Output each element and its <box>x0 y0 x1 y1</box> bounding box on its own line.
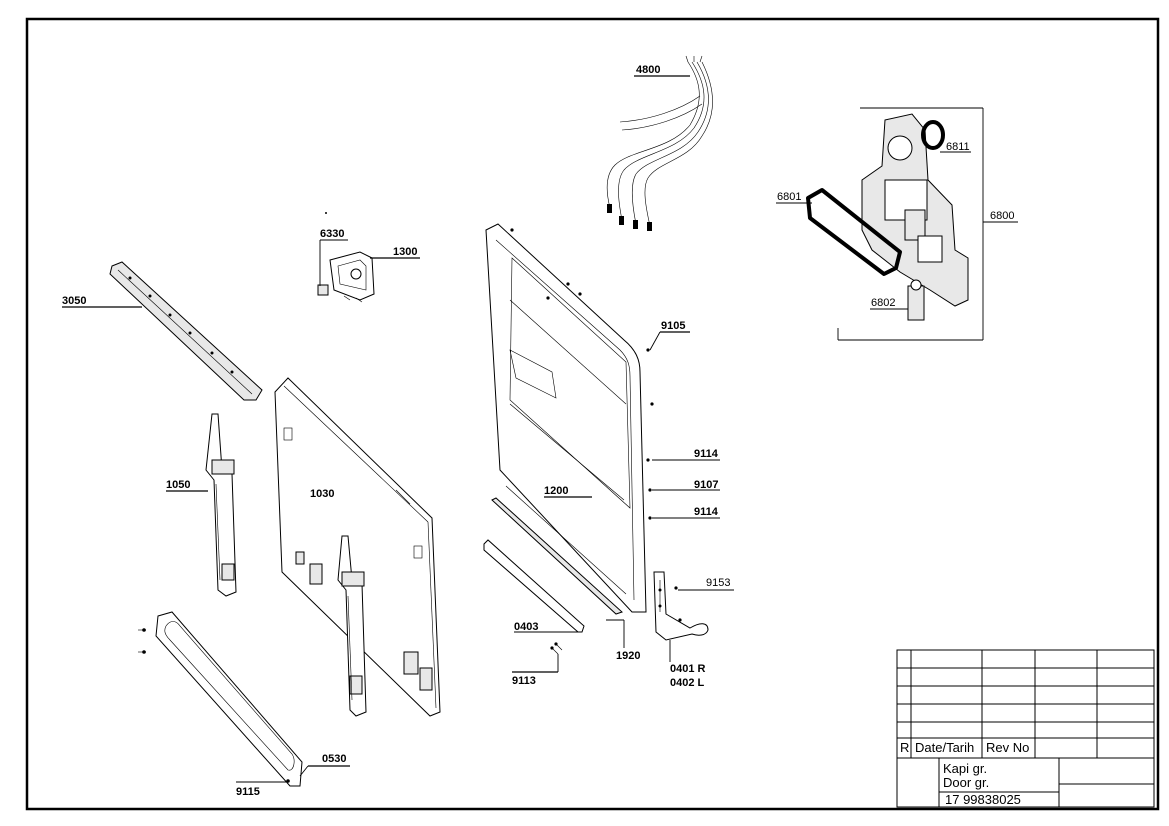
part-6811-ring <box>921 120 945 150</box>
callout-6811: 6811 <box>946 141 970 153</box>
title-name-tr: Kapi gr. <box>943 761 987 776</box>
callout-0402: 0402 L <box>670 677 705 689</box>
callout-1030: 1030 <box>310 488 334 500</box>
part-0403-bottom-seal <box>483 497 623 633</box>
part-4800-wiring-harness <box>606 55 713 231</box>
part-6800-dispenser-group <box>806 107 1018 341</box>
part-1030-outer-panel <box>274 377 441 717</box>
part-1050-hinge-rail-right <box>337 535 367 717</box>
callout-9115: 9115 <box>236 786 260 798</box>
title-date-label: Date/Tarih <box>915 740 974 755</box>
title-part-number: 17 99838025 <box>945 792 1021 807</box>
callout-4800: 4800 <box>636 64 660 76</box>
part-0530-kick-plate <box>138 611 303 787</box>
callout-0403: 0403 <box>514 621 538 633</box>
part-6801-seal <box>806 188 902 276</box>
part-3050-top-strip <box>109 261 263 401</box>
part-9113-screws <box>550 642 563 655</box>
title-block <box>896 649 1155 808</box>
callout-9153: 9153 <box>706 577 730 589</box>
title-name-en: Door gr. <box>943 775 989 790</box>
part-0401-0402-hinge-bracket <box>653 571 709 641</box>
callout-1200: 1200 <box>544 485 568 497</box>
callout-6802: 6802 <box>871 297 895 309</box>
callout-9107: 9107 <box>694 479 718 491</box>
part-6330-clip <box>317 284 329 296</box>
callout-0530: 0530 <box>322 753 346 765</box>
part-6802-actuator <box>907 285 925 321</box>
callout-6330: 6330 <box>320 228 344 240</box>
callout-0401: 0401 R <box>670 663 706 675</box>
drawing-border <box>25 17 1160 811</box>
part-1300-door-lock <box>317 212 375 303</box>
title-rev-no-label: Rev No <box>986 740 1029 755</box>
callout-6800: 6800 <box>990 210 1014 222</box>
part-1050-hinge-rail-left <box>205 413 237 597</box>
callout-1300: 1300 <box>393 246 417 258</box>
callout-3050: 3050 <box>62 295 86 307</box>
callout-1920: 1920 <box>616 650 640 662</box>
callout-6801: 6801 <box>777 191 801 203</box>
title-revision-label: R <box>900 740 909 755</box>
callout-9113: 9113 <box>512 675 536 687</box>
callout-1050: 1050 <box>166 479 190 491</box>
part-1200-inner-door <box>485 223 654 613</box>
callout-9114-upper: 9114 <box>694 448 719 460</box>
callout-9114-lower: 9114 <box>694 506 719 518</box>
callout-9105: 9105 <box>661 320 685 332</box>
